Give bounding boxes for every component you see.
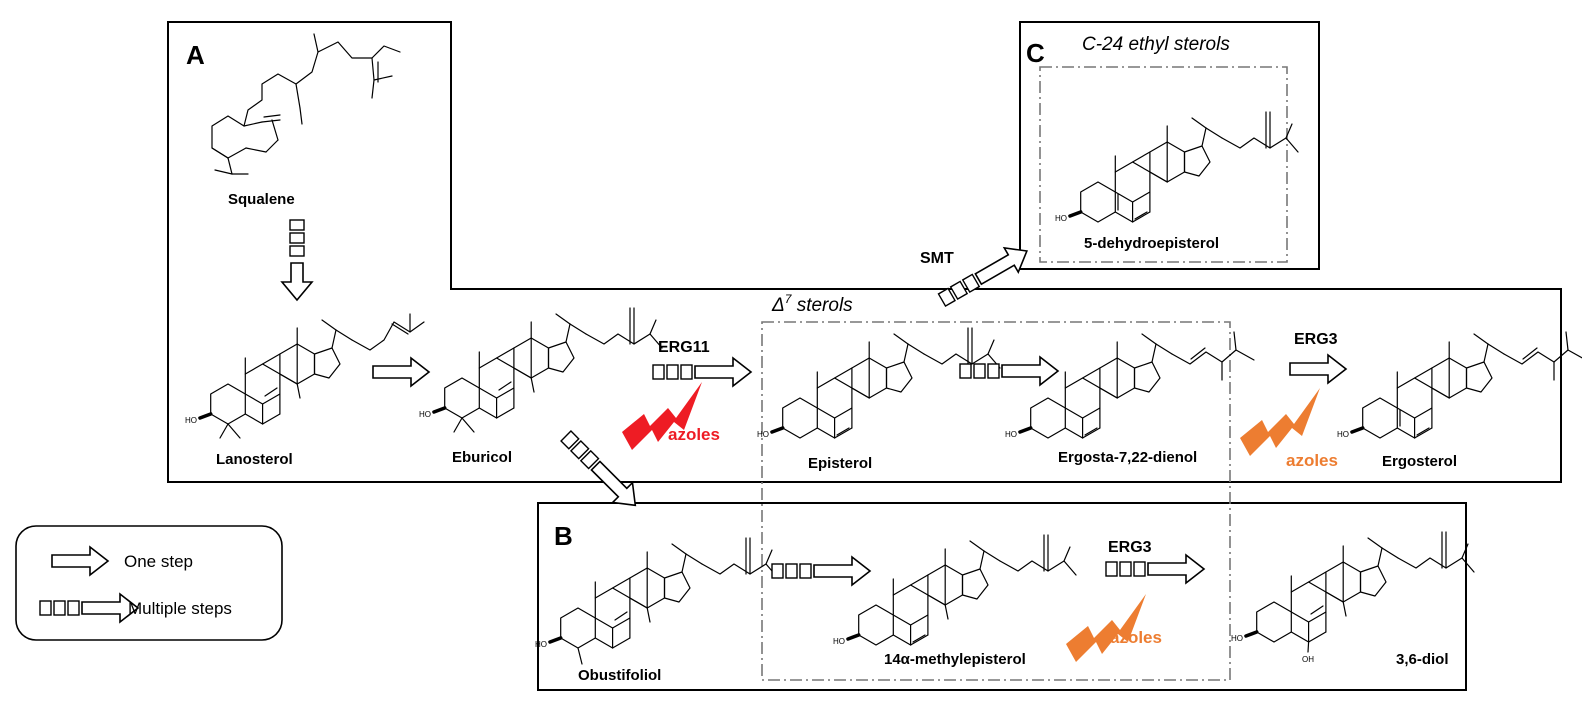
panel-letter-a: A bbox=[186, 40, 205, 70]
label-diol: 3,6-diol bbox=[1396, 651, 1449, 668]
label-obustifoliol: Obustifoliol bbox=[578, 667, 661, 684]
legend: One step Multiple steps bbox=[15, 525, 283, 641]
methylepisterol-structure bbox=[831, 534, 1077, 648]
panel-a-outline bbox=[167, 21, 1562, 483]
one-step-arrow-lanosterol-to-eburicol bbox=[372, 357, 430, 387]
one-step-arrow-erg3-top bbox=[1289, 354, 1347, 384]
azoles-label-orange-b: azoles bbox=[1110, 628, 1162, 647]
label-ergosta-dienol: Ergosta-7,22-dienol bbox=[1058, 449, 1197, 466]
multi-step-arrow-obustifoliol-to-methylepisterol bbox=[772, 557, 870, 585]
legend-box bbox=[15, 525, 283, 641]
panel-b-outline bbox=[537, 502, 1467, 691]
label-eburicol: Eburicol bbox=[452, 449, 512, 466]
azoles-label-orange-top: azoles bbox=[1286, 451, 1338, 470]
legend-multiple-steps-label: Multiple steps bbox=[128, 599, 232, 618]
diol-structure: OH bbox=[1229, 531, 1475, 664]
enzyme-erg3-b: ERG3 bbox=[1108, 539, 1152, 556]
obustifoliol-structure bbox=[533, 537, 779, 665]
ergosta-dienol-structure bbox=[1003, 331, 1255, 441]
lanosterol-structure bbox=[183, 313, 425, 439]
panel-c-outline bbox=[1019, 21, 1320, 270]
multi-step-arrow-episterol-to-ergosta bbox=[960, 357, 1058, 385]
dehydroepisterol-structure bbox=[1053, 111, 1299, 225]
label-squalene: Squalene bbox=[228, 191, 295, 208]
squalene-structure bbox=[211, 33, 401, 175]
episterol-structure bbox=[755, 327, 1001, 441]
panel-letter-c: C bbox=[1026, 38, 1045, 68]
enzyme-smt: SMT bbox=[920, 250, 954, 267]
atom-label-oh: OH bbox=[1302, 655, 1314, 664]
ergosterol-structure bbox=[1335, 331, 1582, 441]
enzyme-erg11: ERG11 bbox=[658, 339, 710, 356]
multi-step-arrow-erg3-b bbox=[1106, 555, 1204, 583]
label-ergosterol: Ergosterol bbox=[1382, 453, 1457, 470]
delta7-sterols-group-box bbox=[761, 321, 1231, 681]
delta7-sterols-title: Δ7 sterols bbox=[771, 292, 853, 316]
multi-step-arrow-erg11 bbox=[653, 358, 751, 386]
azole-inhibition-bolt-orange-top bbox=[1240, 388, 1320, 456]
delta7-text: sterols bbox=[791, 295, 853, 316]
delta7-superscript: 7 bbox=[785, 292, 793, 306]
legend-one-step-label: One step bbox=[124, 552, 193, 571]
azoles-label-red: azoles bbox=[668, 425, 720, 444]
label-dehydroepisterol: 5-dehydroepisterol bbox=[1084, 235, 1219, 252]
delta7-symbol: Δ bbox=[771, 295, 785, 316]
enzyme-erg3-top: ERG3 bbox=[1294, 331, 1338, 348]
panel-letter-b: B bbox=[554, 521, 573, 551]
c24-sterols-title: C-24 ethyl sterols bbox=[1082, 34, 1230, 55]
label-methylepisterol: 14α-methylepisterol bbox=[884, 651, 1026, 668]
label-episterol: Episterol bbox=[808, 455, 872, 472]
multi-step-arrow-squalene-to-lanosterol bbox=[280, 219, 314, 302]
c24-sterols-group-box bbox=[1039, 66, 1288, 263]
eburicol-structure bbox=[417, 307, 663, 433]
label-lanosterol: Lanosterol bbox=[216, 451, 293, 468]
